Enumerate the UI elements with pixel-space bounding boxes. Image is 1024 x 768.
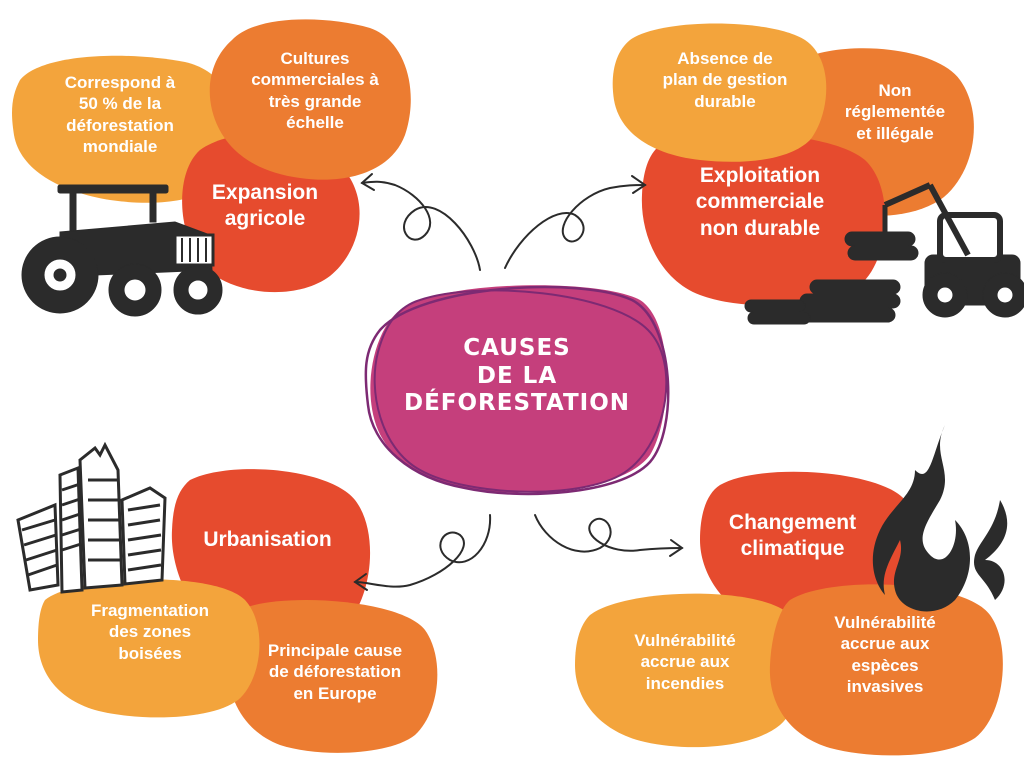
blob-climate-detail-1 xyxy=(575,593,805,748)
blob-agri-detail-2 xyxy=(209,19,411,180)
arrow-to-climate xyxy=(534,514,683,553)
blob-agri-detail-1 xyxy=(12,55,240,203)
arrow-to-logging-head xyxy=(631,175,647,194)
climate-title: Changement climatique xyxy=(728,511,857,561)
arrow-to-logging xyxy=(504,184,646,269)
agri-detail-2-text: Cultures commerciales à très grande éche… xyxy=(251,49,379,132)
arrow-to-urban xyxy=(354,514,492,588)
logging-detail-1-text: Absence de plan de gestion durable xyxy=(662,49,788,111)
logging-title: Exploitation commerciale non durable xyxy=(695,164,825,240)
skyscrapers-icon xyxy=(16,441,167,594)
tractor-icon xyxy=(21,184,223,317)
blob-logging-main xyxy=(641,133,886,306)
center-blob xyxy=(370,285,667,493)
climate-detail-2-text: Vulnérabilité accrue aux espèces invasiv… xyxy=(834,613,936,696)
center-blob-outline-2 xyxy=(373,289,668,493)
blob-climate-detail-2 xyxy=(769,584,1003,756)
climate-detail-1-text: Vulnérabilité accrue aux incendies xyxy=(634,631,736,693)
blob-logging-detail-1 xyxy=(612,23,827,162)
arrow-to-climate-head xyxy=(669,539,684,557)
urban-detail-1-text: Fragmentation des zones boisées xyxy=(90,601,210,663)
arrow-to-agricultural xyxy=(361,180,481,271)
center-title: CAUSES DE LA DÉFORESTATION xyxy=(403,335,631,417)
arrow-to-agricultural-head xyxy=(360,173,375,191)
blob-urban-detail-1 xyxy=(38,579,260,718)
log-loader-icon xyxy=(744,182,1024,325)
connector-arrows xyxy=(353,173,684,591)
urban-detail-2-text: Principale cause de déforestation en Eur… xyxy=(267,641,403,703)
arrow-to-urban-head xyxy=(353,573,368,591)
urban-title: Urbanisation xyxy=(203,528,332,551)
agri-detail-1-text: Correspond à 50 % de la déforestation mo… xyxy=(64,73,176,156)
flame-icon xyxy=(872,425,1008,612)
agri-title: Expansion agricole xyxy=(211,181,319,231)
blob-urban-detail-2 xyxy=(228,599,438,753)
logging-detail-2-text: Non réglementée et illégale xyxy=(844,81,946,143)
center-blob-outline xyxy=(364,285,670,496)
